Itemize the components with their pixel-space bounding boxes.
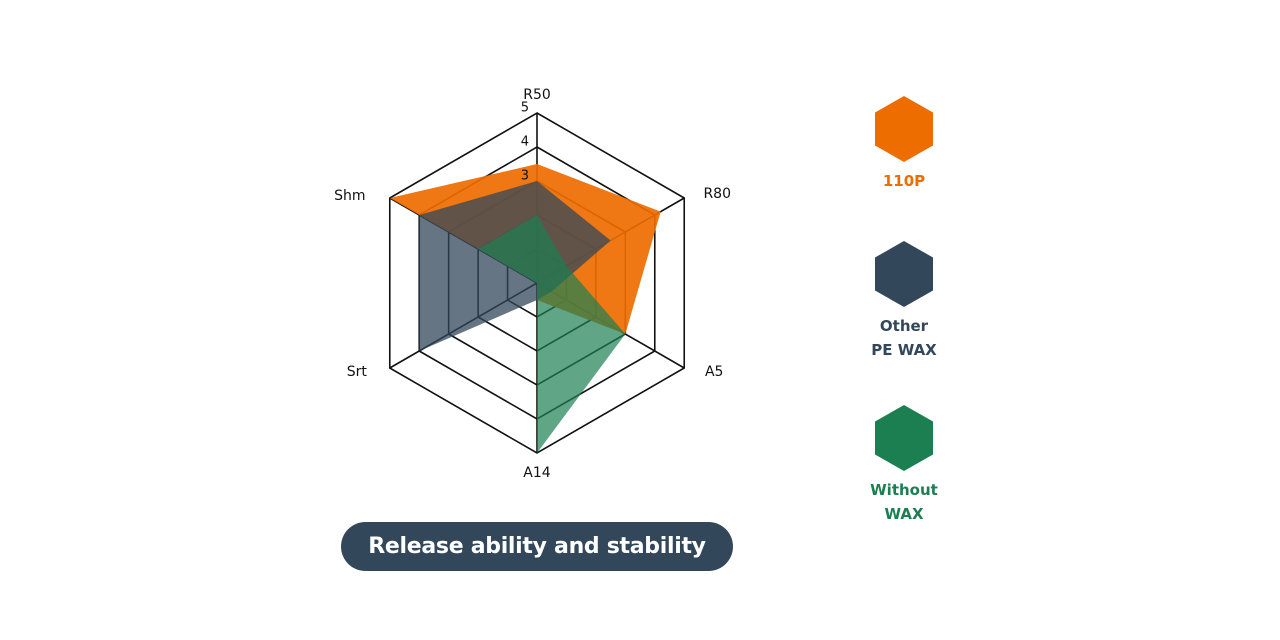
axis-label-r80: R80 [703,186,731,202]
legend-item-without-wax: Without WAX [854,404,954,526]
axis-label-r50: R50 [523,87,551,103]
legend-swatch-without-wax [875,405,933,471]
legend-swatch-110p [875,96,933,162]
hexagon-icon [875,241,933,307]
legend-swatch-other-pe-wax [875,241,933,307]
legend-item-110p: 110P [854,95,954,193]
tick-label-5: 5 [521,101,529,116]
hexagon-icon [875,96,933,162]
tick-label-4: 4 [521,135,529,150]
legend-label-110p: 110P [882,172,926,190]
legend-item-other-pe-wax: Other PE WAX [854,240,954,362]
chart-caption-text: Release ability and stability [368,534,706,559]
legend-label-other-pe-wax: Other PE WAX [871,317,937,359]
axis-label-shm: Shm [334,188,365,204]
tick-label-3: 3 [521,169,529,184]
axis-label-a5: A5 [705,364,723,380]
axis-label-srt: Srt [347,364,368,380]
radar-series-areas [389,164,661,453]
legend-label-without-wax: Without WAX [870,481,938,523]
series-area-without-wax [478,215,626,453]
chart-caption-badge: Release ability and stability [341,522,733,571]
hexagon-icon [875,405,933,471]
axis-label-a14: A14 [523,465,550,481]
